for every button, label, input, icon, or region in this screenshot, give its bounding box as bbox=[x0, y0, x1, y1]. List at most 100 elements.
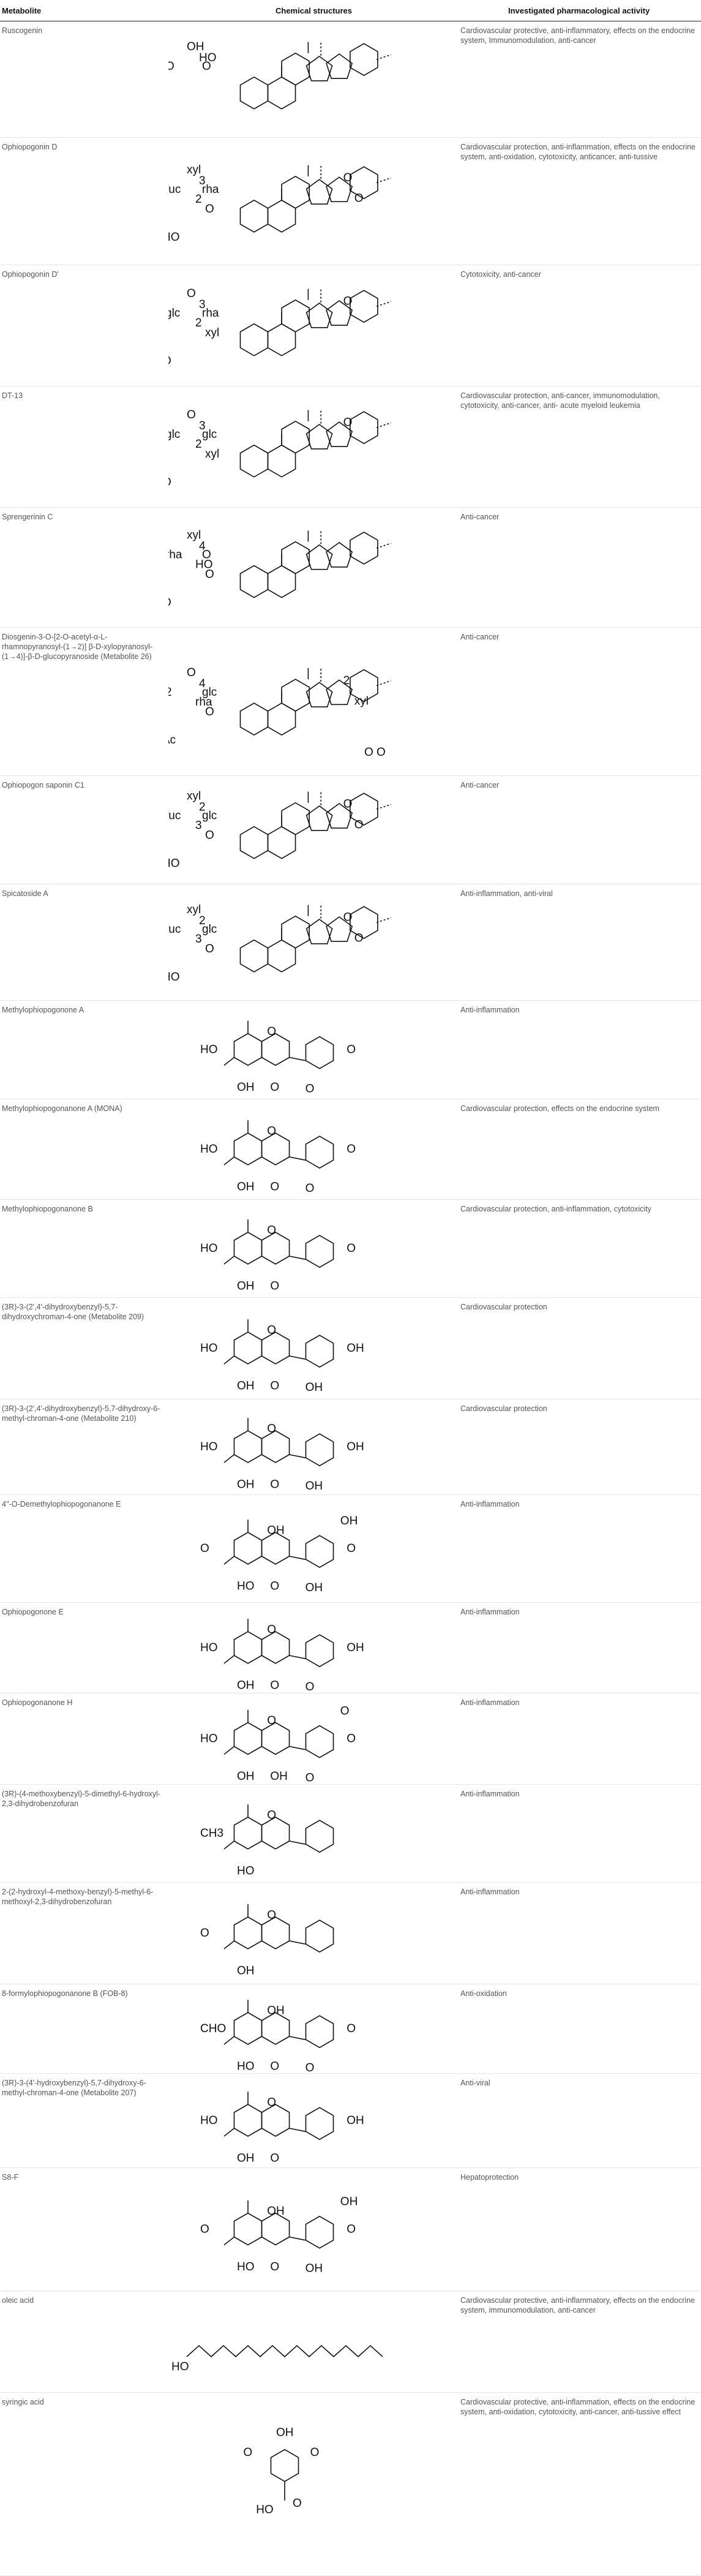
structure-label: glc bbox=[168, 428, 180, 441]
structure-label: O bbox=[168, 597, 171, 609]
ring-a bbox=[239, 444, 269, 478]
ring-a bbox=[239, 565, 269, 598]
structure-label: O bbox=[347, 1733, 356, 1746]
structure-label: HO bbox=[200, 1441, 218, 1453]
structure-label: OH bbox=[267, 2205, 285, 2218]
substituent-bond bbox=[223, 1156, 234, 1166]
ring-a bbox=[233, 1232, 263, 1265]
structure-drawing: HO bbox=[171, 2344, 383, 2373]
chemical-structure: xyl3fucrha2OHOOO bbox=[168, 137, 456, 265]
structure-label: 3 bbox=[199, 175, 206, 187]
bond bbox=[289, 1156, 306, 1161]
ring-f bbox=[350, 411, 378, 445]
metabolite-name: Ophiopogon saponin C1 bbox=[2, 781, 84, 789]
structure-label: HO bbox=[237, 1580, 255, 1593]
metabolite-name: oleic acid bbox=[2, 2296, 34, 2305]
structure-label: glc bbox=[202, 686, 217, 699]
pharmacological-activity: Anti-inflammation bbox=[460, 1006, 520, 1014]
structure-label: rha bbox=[202, 307, 219, 320]
bond bbox=[289, 1940, 306, 1945]
structure-label: OH bbox=[340, 1515, 358, 1527]
table-row: Sprengerinin Cxyl4rhaOHOOOAnti-cancer bbox=[0, 507, 701, 628]
ring-a bbox=[239, 323, 269, 356]
ring-benzyl bbox=[305, 2215, 334, 2249]
structure-label: HO bbox=[168, 857, 180, 870]
structure-label: Ac bbox=[168, 734, 176, 747]
structure-label: rha bbox=[195, 696, 212, 709]
ring-a bbox=[239, 826, 269, 859]
ring-a bbox=[239, 200, 269, 233]
bond bbox=[289, 1256, 306, 1260]
methyl-bond bbox=[376, 177, 391, 184]
methyl-bond bbox=[376, 680, 391, 687]
ring-a bbox=[233, 1033, 263, 1066]
pharmacological-activity: Anti-inflammation bbox=[460, 1790, 520, 1798]
substituent-bond bbox=[223, 1355, 234, 1365]
ring-a bbox=[239, 76, 269, 110]
ring-benzyl bbox=[305, 1036, 334, 1069]
ring-a bbox=[233, 2012, 263, 2045]
metabolite-name: (3R)-3-(2',4'-dihydroxybenzyl)-5,7-dihyd… bbox=[2, 1303, 144, 1321]
ring-b bbox=[267, 565, 296, 598]
structure-label: O bbox=[270, 2152, 279, 2165]
structure-label: O bbox=[270, 1580, 279, 1593]
metabolite-name: 2-(2-hydroxyl-4-methoxy-benzyl)-5-methyl… bbox=[2, 1888, 154, 1906]
ring-benzyl bbox=[305, 2015, 334, 2049]
structure-label: OH bbox=[306, 1581, 323, 1594]
ring-pyranone bbox=[261, 1722, 290, 1755]
pharmacological-activity: Cardiovascular protection, anti-cancer, … bbox=[460, 391, 660, 410]
pharmacological-activity: Cardiovascular protection, anti-inflamma… bbox=[460, 1205, 651, 1213]
methyl-bond bbox=[376, 543, 391, 549]
structure-label: fuc bbox=[168, 923, 181, 936]
ring-d bbox=[306, 302, 333, 328]
pharmacological-activity: Cardiovascular protection bbox=[460, 1404, 547, 1413]
structure-label: O bbox=[270, 1181, 279, 1194]
structure-label: O bbox=[205, 568, 214, 581]
structure-label: O bbox=[267, 2096, 276, 2109]
ring-benzyl bbox=[305, 1335, 334, 1368]
structure-label: O bbox=[243, 2446, 252, 2459]
table-header: Metabolite Chemical structures Investiga… bbox=[0, 0, 701, 21]
ring-a bbox=[233, 1532, 263, 1565]
metabolite-name: Ruscogenin bbox=[2, 26, 43, 35]
structure-label: CHO bbox=[200, 2022, 226, 2035]
structure-label: O bbox=[347, 2223, 356, 2236]
structure-label: OH bbox=[237, 1181, 255, 1194]
structure-drawing: xyl2fucglc3OHOOO bbox=[168, 790, 391, 870]
methyl-bond bbox=[376, 54, 391, 60]
structure-label: O bbox=[270, 1081, 279, 1094]
pharmacological-activity: Anti-inflammation bbox=[460, 1698, 520, 1707]
ring-pyranone bbox=[261, 2012, 290, 2045]
structure-drawing: xyl2fucglc3OHOOO bbox=[168, 903, 391, 984]
structure-label: O bbox=[347, 1242, 356, 1255]
table-row: 2-(2-hydroxyl-4-methoxy-benzyl)-5-methyl… bbox=[0, 1882, 701, 1984]
ring-d bbox=[306, 56, 333, 81]
structure-label: OH bbox=[237, 1478, 255, 1491]
structure-label: O bbox=[306, 2062, 315, 2073]
structure-label: 3 bbox=[195, 819, 202, 832]
metabolite-name: Methylophiopogonanone B bbox=[2, 1205, 93, 1213]
ring-benzyl bbox=[305, 1535, 334, 1569]
ring-b bbox=[267, 323, 296, 356]
ring-pyranone bbox=[261, 2104, 290, 2137]
structure-label: O bbox=[187, 409, 196, 421]
fatty-acid-chain bbox=[186, 2344, 383, 2357]
structure-label: O bbox=[267, 1714, 276, 1727]
structure-label: O bbox=[306, 1681, 315, 1693]
ring-a bbox=[233, 1631, 263, 1664]
pharmacological-activity: Anti-cancer bbox=[460, 513, 500, 521]
structure-label: OH bbox=[347, 1441, 364, 1453]
ring-c bbox=[281, 915, 310, 949]
structure-label: OH bbox=[306, 2262, 323, 2275]
